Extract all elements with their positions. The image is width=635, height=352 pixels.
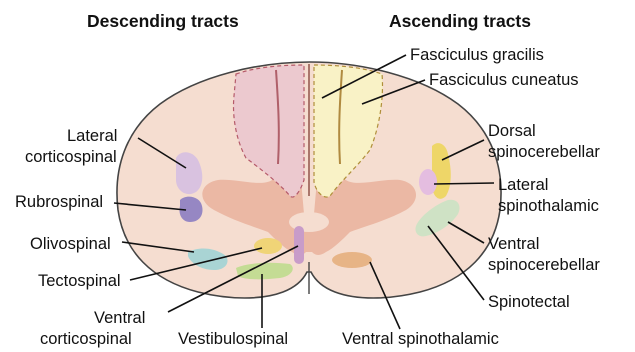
label-ventral-spinocerebellar-1: Ventral xyxy=(488,235,539,253)
label-lateral-corticospinal-2: corticospinal xyxy=(25,148,117,166)
label-fasciculus-gracilis: Fasciculus gracilis xyxy=(410,46,544,64)
label-ventral-corticospinal-2: corticospinal xyxy=(40,330,132,348)
label-fasciculus-cuneatus: Fasciculus cuneatus xyxy=(429,71,579,89)
tract-tectospinal xyxy=(254,238,282,254)
label-rubrospinal: Rubrospinal xyxy=(15,193,103,211)
label-tectospinal: Tectospinal xyxy=(38,272,121,290)
label-olivospinal: Olivospinal xyxy=(30,235,111,253)
leader-lateral-spinothalamic xyxy=(434,183,494,184)
tract-ventral-spinothalamic xyxy=(332,252,372,268)
header-descending: Descending tracts xyxy=(87,11,239,31)
label-lateral-spinothalamic-1: Lateral xyxy=(498,176,548,194)
label-ventral-spinothalamic: Ventral spinothalamic xyxy=(342,330,499,348)
label-lateral-corticospinal-1: Lateral xyxy=(67,127,117,145)
label-ventral-corticospinal-1: Ventral xyxy=(94,309,145,327)
label-spinotectal: Spinotectal xyxy=(488,293,570,311)
tract-ventral-corticospinal xyxy=(294,226,304,264)
tract-vestibulospinal xyxy=(236,263,293,280)
label-vestibulospinal: Vestibulospinal xyxy=(178,330,288,348)
label-lateral-spinothalamic-2: spinothalamic xyxy=(498,197,599,215)
tract-lateral-spinothalamic xyxy=(419,169,437,195)
label-ventral-spinocerebellar-2: spinocerebellar xyxy=(488,256,600,274)
header-ascending: Ascending tracts xyxy=(389,11,531,31)
label-dorsal-spinocerebellar-1: Dorsal xyxy=(488,122,536,140)
label-dorsal-spinocerebellar-2: spinocerebellar xyxy=(488,143,600,161)
